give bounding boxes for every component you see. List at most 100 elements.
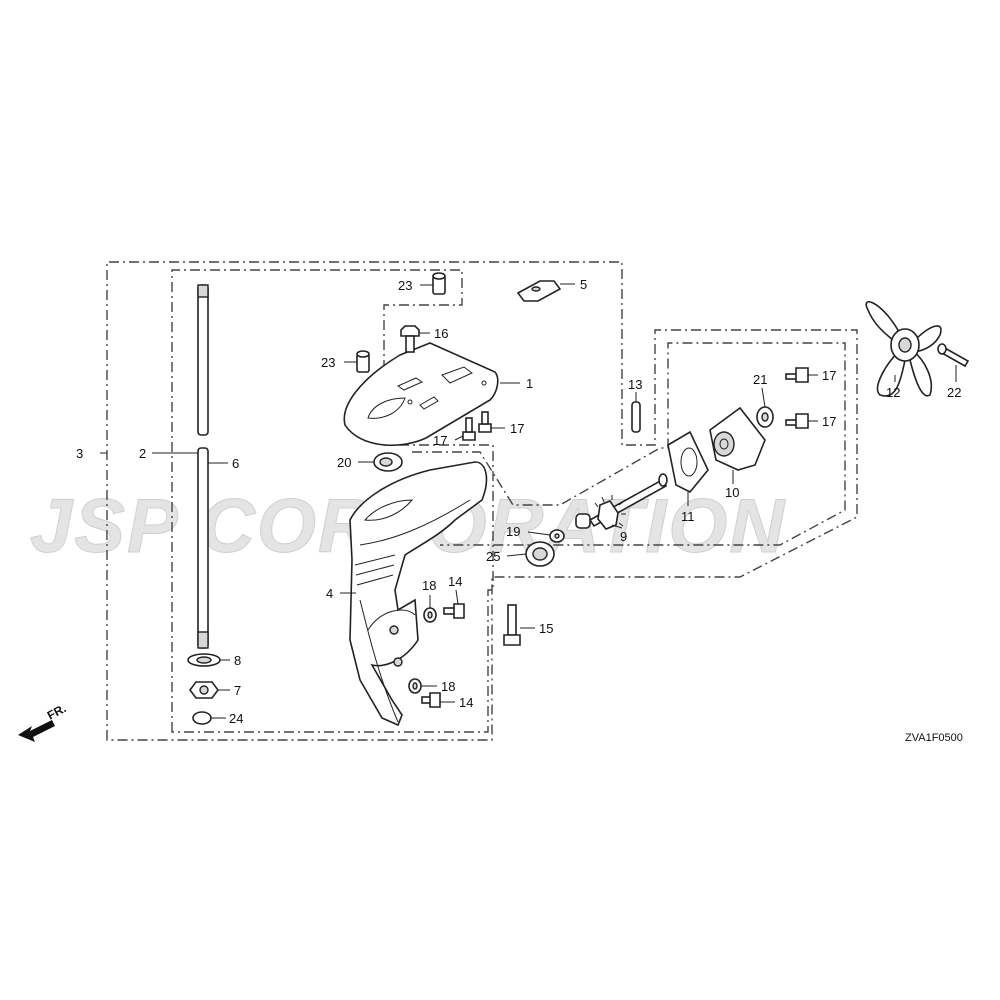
shaft-collar [575, 513, 591, 529]
direction-label: FR. [45, 701, 69, 722]
bearing-25 [525, 541, 555, 567]
gear-case-skeg [359, 599, 399, 723]
gear-case-4 [349, 461, 488, 727]
callout-24: 24 [229, 711, 243, 726]
bolt-shank [405, 335, 415, 353]
bolt-17-a [462, 417, 476, 441]
washer-18-a [423, 607, 437, 623]
callout-15: 15 [539, 621, 553, 636]
seal-21 [756, 406, 774, 428]
leader-14-a [455, 589, 459, 605]
gasket-bore [680, 447, 698, 477]
diagram-code: ZVA1F0500 [905, 732, 963, 744]
pin-22 [937, 343, 970, 368]
bolt-14-a [443, 603, 465, 619]
callout-3: 3 [76, 446, 83, 461]
leader-21 [761, 387, 766, 408]
cap-5-hole [531, 286, 541, 292]
washer-hole [554, 533, 560, 539]
bolt-head [795, 413, 809, 429]
callout-22: 22 [947, 385, 961, 400]
gasket-ring [667, 430, 709, 494]
callout-4: 4 [326, 586, 333, 601]
gear-case-lip [367, 609, 416, 631]
washer-19 [549, 529, 565, 543]
gear-case-ribs [354, 554, 396, 586]
dowel-23-left [356, 350, 370, 373]
callout-19: 19 [506, 524, 520, 539]
propeller-12 [865, 301, 942, 397]
gasket-port-a [367, 397, 406, 419]
gear-case-bolt-hole [389, 625, 399, 635]
callout-6: 6 [232, 456, 239, 471]
bolt-shank [465, 417, 473, 433]
gasket-hole [481, 380, 487, 386]
pin-13 [631, 401, 641, 433]
callout-17-a: 17 [433, 433, 447, 448]
washer-hole [427, 611, 433, 619]
callout-11: 11 [681, 509, 695, 524]
arrow-front-icon [18, 720, 55, 742]
callout-labels: 3 2 6 8 7 24 23 23 16 5 1 17 17 20 4 18 … [76, 277, 961, 726]
leader-19 [527, 531, 551, 536]
propeller-blade-rear [909, 348, 932, 397]
bolt-16 [400, 325, 420, 353]
washer-18-b [408, 678, 422, 694]
callout-14-a: 14 [448, 574, 462, 589]
propeller-bore [898, 337, 912, 353]
callout-17-d: 17 [822, 414, 836, 429]
bolt-head [453, 603, 465, 619]
bolt-17-d [785, 413, 809, 429]
callout-17-b: 17 [510, 421, 524, 436]
callout-18-a: 18 [422, 578, 436, 593]
callout-5: 5 [580, 277, 587, 292]
callout-14-b: 14 [459, 695, 473, 710]
dowel-end [432, 272, 446, 280]
bolt-head [503, 634, 521, 646]
upper-shaft [197, 284, 209, 436]
callout-13: 13 [628, 377, 642, 392]
lower-shaft [197, 447, 209, 649]
gear-case-bolt-hole [393, 657, 403, 667]
shaft-spline-bottom [197, 631, 209, 649]
leader-25 [506, 553, 527, 557]
bolt-head [400, 325, 420, 337]
leader-17-a [454, 435, 464, 441]
gasket-hole [407, 399, 413, 405]
gasket-port-d [441, 366, 473, 384]
callout-23-top: 23 [398, 278, 412, 293]
bolt-shank [507, 604, 517, 636]
gear-case-body [349, 461, 488, 727]
callout-9: 9 [620, 529, 627, 544]
washer-8-hole [196, 656, 212, 664]
washer-hole [412, 682, 418, 690]
callout-1: 1 [526, 376, 533, 391]
leader-lines [100, 283, 957, 719]
front-direction-indicator: FR. [18, 701, 68, 742]
seal-20 [373, 452, 403, 472]
seal-inner [761, 412, 769, 422]
housing-bore [713, 431, 735, 457]
propeller-blade-bottom [876, 348, 906, 397]
callout-2: 2 [139, 446, 146, 461]
callout-12: 12 [886, 385, 900, 400]
bolt-head [478, 423, 492, 433]
callout-8: 8 [234, 653, 241, 668]
bearing-inner [532, 547, 548, 561]
bolt-17-b [478, 411, 492, 433]
callout-18-b: 18 [441, 679, 455, 694]
gear-case-opening [364, 499, 414, 521]
bolt-head [462, 431, 476, 441]
bolt-17-c [785, 367, 809, 383]
dowel-23-top [432, 272, 446, 295]
callout-21: 21 [753, 372, 767, 387]
nut-7-hole [199, 685, 209, 695]
callout-10: 10 [725, 485, 739, 500]
gear-teeth [594, 495, 626, 527]
callout-7: 7 [234, 683, 241, 698]
housing-core [719, 438, 729, 450]
gasket-port-b [396, 377, 424, 391]
gasket-11 [667, 430, 709, 494]
propeller-blade-right [914, 325, 942, 353]
